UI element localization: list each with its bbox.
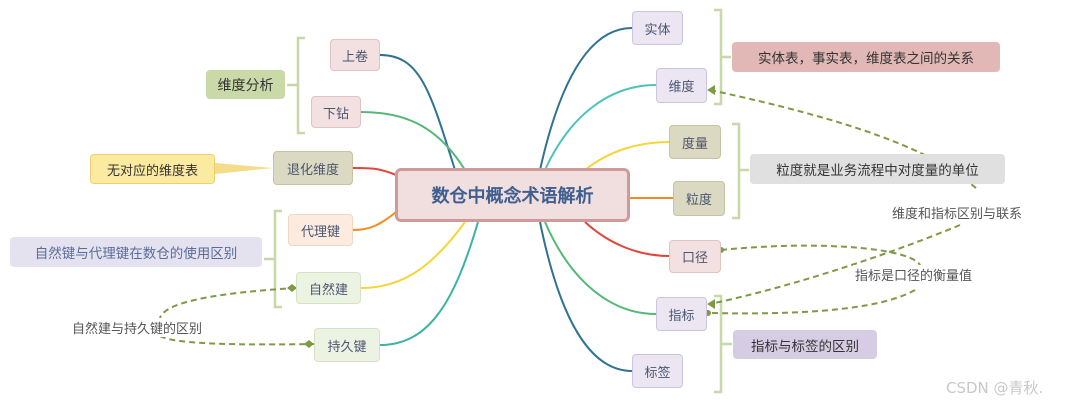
relation-natural-durable bbox=[159, 287, 315, 346]
node-surrogate-key[interactable]: 代理键 bbox=[288, 214, 353, 246]
callout-connector bbox=[215, 163, 273, 174]
bracket-key-usage bbox=[264, 209, 282, 309]
node-metric[interactable]: 指标 bbox=[656, 297, 707, 331]
node-drilldown[interactable]: 下钻 bbox=[311, 96, 361, 128]
arrow-marker bbox=[707, 85, 715, 95]
summary-table-relation[interactable]: 实体表，事实表，维度表之间的关系 bbox=[732, 42, 1000, 72]
node-natural-key[interactable]: 自然建 bbox=[296, 272, 361, 304]
relation-label-natural-durable[interactable]: 自然建与持久键的区别 bbox=[70, 318, 205, 337]
node-entity[interactable]: 实体 bbox=[632, 11, 683, 45]
node-degenerate-dim[interactable]: 退化维度 bbox=[273, 151, 353, 185]
branch-natural bbox=[360, 221, 466, 289]
node-dimension[interactable]: 维度 bbox=[656, 68, 707, 103]
branch-dimension bbox=[544, 84, 657, 171]
branch-durable bbox=[379, 221, 479, 346]
branch-degenerate bbox=[352, 167, 397, 176]
watermark: CSDN @青秋. bbox=[946, 379, 1044, 397]
central-topic[interactable]: 数仓中概念术语解析 bbox=[395, 168, 630, 222]
branch-measure bbox=[584, 141, 670, 171]
node-grain[interactable]: 粒度 bbox=[673, 181, 725, 216]
branch-rollup bbox=[379, 54, 456, 171]
arrow-marker bbox=[707, 299, 715, 309]
bracket-dim-analysis bbox=[287, 36, 305, 135]
summary-key-usage[interactable]: 自然键与代理键在数仓的使用区别 bbox=[10, 237, 262, 267]
relation-label-dim-metric[interactable]: 维度和指标区别与联系 bbox=[890, 203, 1025, 222]
diamond-marker bbox=[287, 284, 297, 292]
branch-surrogate bbox=[352, 211, 397, 231]
node-durable-key[interactable]: 持久键 bbox=[314, 328, 380, 362]
callout-no-dim-table[interactable]: 无对应的维度表 bbox=[90, 154, 215, 184]
bracket-metric-tag bbox=[714, 294, 732, 394]
summary-metric-vs-tag[interactable]: 指标与标签的区别 bbox=[733, 330, 877, 359]
branch-tag bbox=[539, 221, 633, 372]
node-tag[interactable]: 标签 bbox=[632, 354, 683, 388]
branch-drilldown bbox=[360, 111, 466, 171]
node-caliber[interactable]: 口径 bbox=[669, 240, 721, 273]
branch-entity bbox=[539, 27, 633, 171]
relation-metric-caliber bbox=[709, 244, 921, 315]
branch-caliber bbox=[584, 221, 670, 257]
node-measure[interactable]: 度量 bbox=[669, 125, 721, 159]
branch-metric bbox=[544, 221, 657, 315]
summary-grain-desc[interactable]: 粒度就是业务流程中对度量的单位 bbox=[750, 154, 1005, 184]
bracket-grain-desc bbox=[732, 122, 749, 220]
bracket-table-relation bbox=[714, 8, 731, 106]
summary-dim-analysis[interactable]: 维度分析 bbox=[206, 70, 285, 99]
diamond-marker bbox=[304, 340, 314, 348]
relation-label-metric-caliber[interactable]: 指标是口径的衡量值 bbox=[853, 265, 975, 284]
node-rollup[interactable]: 上卷 bbox=[330, 39, 380, 71]
